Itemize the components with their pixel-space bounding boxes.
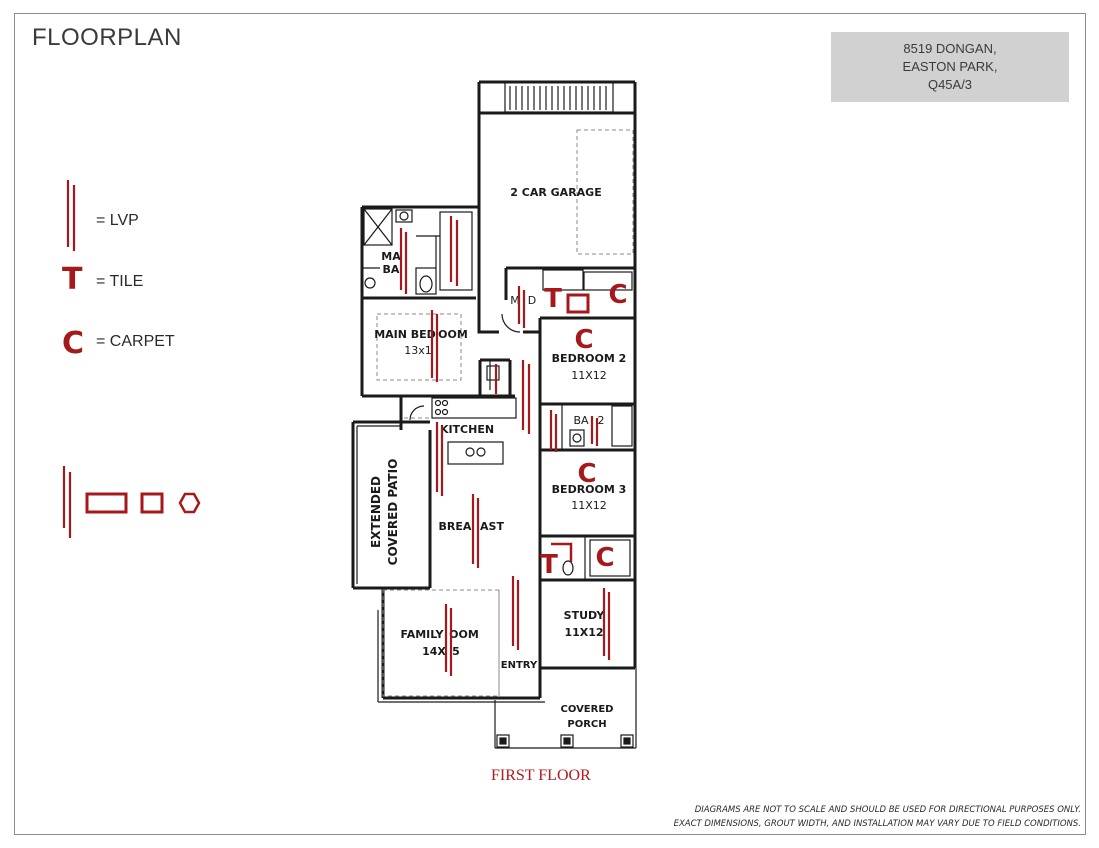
exterior-walls	[351, 80, 637, 700]
main-bedroom-label: OOM	[438, 328, 468, 341]
patio-label: COVERED PATIO	[386, 459, 400, 566]
patio-label: EXTENDED	[369, 476, 383, 548]
family-room-label: OOM	[449, 628, 479, 641]
breakfast-label: AST	[480, 520, 504, 533]
tile-outline-marker	[551, 542, 573, 562]
main-bedroom-label: MAIN BED	[374, 328, 436, 341]
disclaimer-line-2: EXACT DIMENSIONS, GROUT WIDTH, AND INSTA…	[673, 819, 1081, 829]
garage-label: 2 CAR GARAGE	[510, 186, 601, 199]
bath2-label: 2	[598, 414, 605, 427]
address-box: 8519 DONGAN, EASTON PARK, Q45A/3	[831, 32, 1069, 102]
bedroom3-label: BEDROOM 3	[552, 483, 627, 496]
bath2-label: BA	[573, 414, 589, 427]
address-line-2: EASTON PARK,	[902, 59, 998, 74]
family-room-size: 5	[452, 645, 460, 658]
address-line-3: Q45A/3	[927, 77, 973, 92]
square-tile-marker	[566, 293, 590, 314]
carpet-legend-symbol: C	[62, 326, 85, 361]
main-bath-label: BA	[383, 263, 400, 276]
bedroom2-size: 11X12	[571, 369, 607, 382]
square-tile-icon	[140, 492, 164, 514]
lvp-legend-icon	[66, 180, 76, 251]
disclaimer: DIAGRAMS ARE NOT TO SCALE AND SHOULD BE …	[674, 803, 1081, 831]
family-room-label: FAMILY	[400, 628, 444, 641]
disclaimer-line-1: DIAGRAMS ARE NOT TO SCALE AND SHOULD BE …	[694, 805, 1081, 815]
carpet-marker: C	[577, 459, 596, 489]
lvp-markers	[399, 216, 611, 676]
dashed-lines	[376, 129, 634, 697]
floor-label: FIRST FLOOR	[491, 767, 591, 784]
study-size: 11X12	[564, 626, 603, 639]
carpet-marker: C	[595, 543, 614, 573]
bedroom3-size: 11X12	[571, 499, 607, 512]
family-room-size: 14X	[422, 645, 446, 658]
kitchen-label: KITCHEN	[440, 423, 494, 436]
mud-room-label: M	[510, 294, 520, 307]
carpet-marker: C	[574, 325, 593, 355]
room-labels: 2 CAR GARAGE MA BA MAIN BED OOM 13x1 M D…	[369, 186, 626, 730]
page-frame	[14, 13, 1086, 835]
tile-marker: T	[540, 550, 558, 580]
breakfast-label: BREA	[439, 520, 472, 533]
entry-label: ENTRY	[501, 660, 538, 671]
hexagon-tile-icon	[178, 492, 201, 514]
flooring-markers: T C C C T C	[540, 280, 627, 580]
main-bath-label: MA	[381, 250, 401, 263]
page-title: FLOORPLAN	[32, 24, 182, 51]
bedroom2-label: BEDROOM 2	[552, 352, 627, 365]
carpet-legend-label: = CARPET	[96, 333, 175, 350]
rectangle-tile-icon	[85, 492, 128, 514]
porch-label: COVERED	[561, 704, 614, 715]
interior-lines	[356, 81, 637, 749]
porch-label: PORCH	[567, 719, 606, 730]
lvp-legend-label: = LVP	[96, 212, 139, 229]
main-bedroom-size: 13x1	[404, 344, 432, 357]
study-label: STUDY	[564, 609, 606, 622]
address-line-1: 8519 DONGAN,	[903, 41, 997, 56]
tile-legend-label: = TILE	[96, 273, 144, 290]
lvp-tile-shapes-legend	[62, 466, 201, 538]
tile-legend-symbol: T	[62, 262, 83, 297]
mud-room-label: D	[528, 294, 536, 307]
carpet-marker: C	[608, 280, 627, 310]
tile-marker: T	[544, 284, 562, 314]
